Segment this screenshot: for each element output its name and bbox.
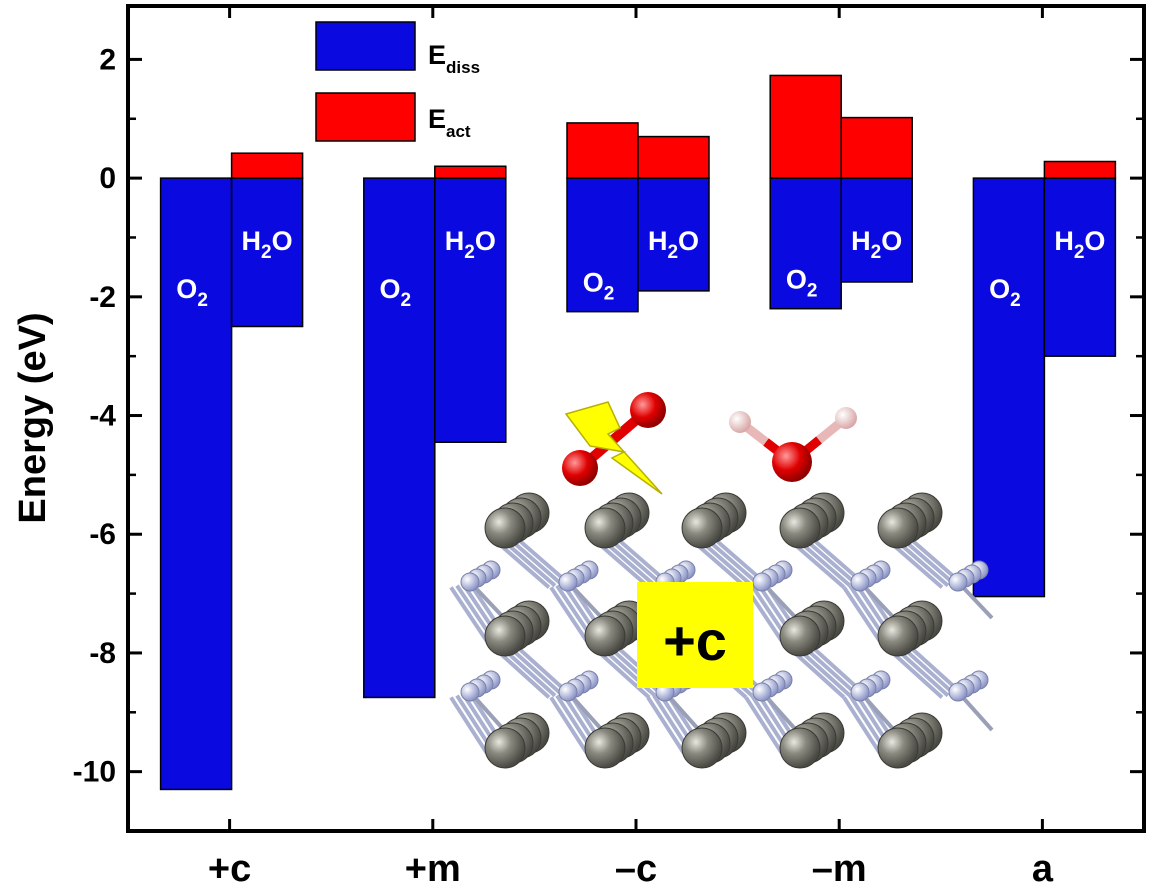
bar-label-h2o: H2O <box>851 226 902 263</box>
h2o-molecule <box>729 407 857 482</box>
bar-eact-o2 <box>769 74 842 179</box>
x-category-label: –m <box>812 848 867 886</box>
y-tick-label: -10 <box>73 756 116 789</box>
bar-ediss-o2 <box>363 177 436 699</box>
y-axis-title: Energy (eV) <box>12 312 54 523</box>
bar-ediss-h2o <box>230 177 304 328</box>
x-category-label: +m <box>405 848 461 886</box>
bar-label-o2: O2 <box>786 265 818 302</box>
x-category-labels: +c +m –c –m a <box>208 848 1054 886</box>
y-tick-label: -8 <box>89 637 116 670</box>
x-category-label: a <box>1032 848 1054 886</box>
legend-swatch-ediss <box>315 21 416 71</box>
bars-group <box>159 74 1117 791</box>
legend-swatch-eact <box>315 92 416 142</box>
lightning-icon <box>564 401 663 495</box>
x-category-label: –c <box>615 848 657 886</box>
bar-labels-group: O2 H2O O2 H2O O2 H2O O2 H2O O2 H2O <box>176 226 1105 311</box>
bar-eact-h2o <box>840 116 913 179</box>
bar-label-h2o: H2O <box>242 226 293 263</box>
bar-eact-h2o <box>637 135 710 179</box>
y-tick-label: -6 <box>89 518 116 551</box>
bar-ediss-h2o <box>1043 177 1117 357</box>
y-tick-label: 0 <box>99 162 116 195</box>
bar-eact-o2 <box>566 122 639 179</box>
bar-label-h2o: H2O <box>648 226 699 263</box>
bar-eact-h2o <box>230 152 304 179</box>
legend-label-ediss: Ediss <box>428 40 480 77</box>
x-category-label: +c <box>208 848 251 886</box>
bar-label-o2: O2 <box>176 274 208 311</box>
o2-molecule <box>562 392 666 486</box>
y-axis-ticks: 2 0 -2 -4 -6 -8 -10 <box>73 6 1144 833</box>
bar-label-o2: O2 <box>380 274 412 311</box>
legend-label-eact: Eact <box>428 104 471 141</box>
bar-label-h2o: H2O <box>445 226 496 263</box>
bar-ediss-o2 <box>972 177 1046 598</box>
surface-label: +c <box>663 609 727 672</box>
bar-label-o2: O2 <box>989 274 1021 311</box>
y-tick-label: 2 <box>99 43 116 76</box>
bar-eact-h2o <box>434 165 507 179</box>
bar-label-o2: O2 <box>583 268 615 305</box>
bar-ediss-o2 <box>159 177 233 791</box>
y-tick-label: -2 <box>89 281 116 314</box>
y-tick-label: -4 <box>89 400 116 433</box>
bar-label-h2o: H2O <box>1054 226 1105 263</box>
legend: Ediss Eact <box>315 21 480 142</box>
surface-label-box <box>637 582 753 688</box>
bar-ediss-o2 <box>566 177 639 313</box>
bar-eact-h2o <box>1043 160 1117 179</box>
bar-ediss-h2o <box>434 177 507 443</box>
surface-inset-illustration: +c <box>449 392 994 769</box>
